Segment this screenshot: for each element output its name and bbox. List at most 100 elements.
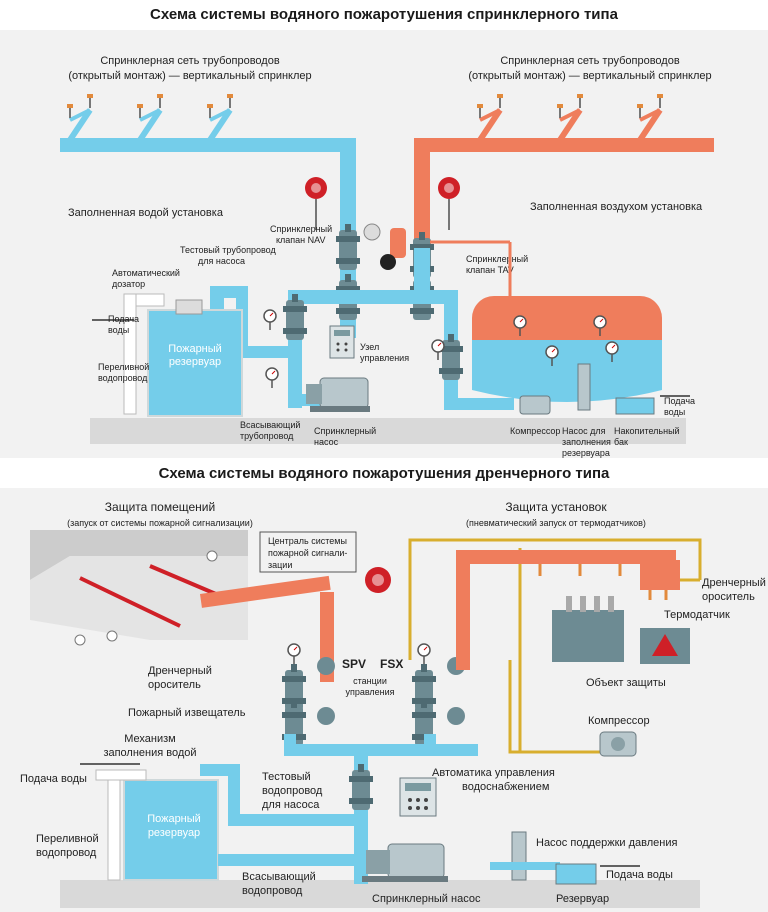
label-fill-mechanism-2: заполнения водой [103,747,196,759]
label-test-pipe-bottom-3: для насоса [262,799,320,811]
sprinkler-pump-icon [306,377,370,412]
label-suction-bottom-1: Всасывающий [242,871,316,883]
sprinkler-title: Схема системы водяного пожаротушения спр… [150,6,619,23]
deluge-pipe-install-right [640,560,680,590]
automation-panel-icon [399,777,437,817]
transformer-icon [552,596,690,664]
label-net-left-2: (открытый монтаж) — вертикальный спринкл… [68,70,311,82]
storage-tank-icon [615,397,655,415]
label-suction-1: Всасывающий [240,420,300,430]
label-fire-detector: Пожарный извещатель [128,707,246,719]
label-overflow-bottom-2: водопровод [36,847,97,859]
deluge-ground [60,880,700,908]
alarm-bell-deluge [365,567,391,593]
alarm-bell-left [305,177,327,230]
label-water-supply-bottom: Подача воды [20,773,87,785]
fill-pump-icon [577,363,591,411]
pressure-pump-icon [490,831,560,881]
fire-tank-top [147,299,243,417]
label-water-supply-right-1: Подача [664,396,695,406]
label-fill-pump-3: резервуара [562,448,610,458]
pressure-tank [472,296,662,402]
label-suction-2: трубопровод [240,431,294,441]
label-fire-tank-2: резервуар [169,356,221,368]
label-room-protection-sub: (запуск от системы пожарной сигнализации… [67,518,253,528]
label-automation-1: Автоматика управления [432,767,555,779]
label-water-filled: Заполненная водой установка [68,207,224,219]
label-overflow-2: водопровод [98,373,148,383]
label-fsx: FSX [380,657,403,671]
label-water-supply-1: Подача [108,314,139,324]
label-valve-tav-1: Спринклерный [466,254,528,264]
label-overflow-1: Переливной [98,362,149,372]
label-valve-nav-2: клапан NAV [276,235,325,245]
label-net-right-2: (открытый монтаж) — вертикальный спринкл… [468,70,711,82]
compressor-icon-bottom [599,731,637,757]
label-auto-doser-2: дозатор [112,279,145,289]
label-fill-pump-2: заполнения [562,437,611,447]
label-air-filled: Заполненная воздухом установка [530,201,703,213]
label-install-protection: Защита установок [505,500,607,514]
label-test-pipe-2: для насоса [198,256,245,266]
station-spv [282,643,335,746]
label-deluge-sprinkler-left-2: ороситель [148,679,201,691]
alarm-bell-right [438,177,460,230]
label-room-protection: Защита помещений [105,500,215,514]
label-reservoir: Резервуар [556,893,609,905]
label-stations-2: управления [345,687,394,697]
deluge-pipe-install-vertical [456,550,470,670]
alarm-central-box [259,531,357,573]
label-install-protection-sub: (пневматический запуск от термодатчиков) [466,518,646,528]
deluge-pipe-room [200,575,331,608]
label-spv: SPV [342,657,366,671]
label-alarm-central-2: пожарной сигнали- [268,548,347,558]
label-valve-tav-2: клапан TAV [466,265,514,275]
label-storage-1: Накопительный [614,426,680,436]
label-water-supply-bottom-right: Подача воды [606,869,673,881]
label-automation-2: водоснабжением [462,781,549,793]
label-sprinkler-pump-bottom: Спринклерный насос [372,893,481,905]
label-deluge-sprinkler-left-1: Дренчерный [148,665,212,677]
sprinkler-net-right [414,93,714,248]
label-stations-1: станции [353,676,387,686]
label-thermo-sensor: Термодатчик [664,609,730,621]
label-suction-bottom-2: водопровод [242,885,303,897]
label-net-right-1: Спринклерная сеть трубопроводов [500,55,680,67]
label-fill-mechanism-1: Механизм [124,733,175,745]
label-compressor-top: Компрессор [510,426,560,436]
sprinkler-ground [90,418,686,444]
label-deluge-sprinkler-right-1: Дренчерный [702,577,766,589]
label-auto-doser-1: Автоматический [112,268,180,278]
label-test-pipe-bottom-2: водопровод [262,785,323,797]
label-fire-tank-bottom-2: резервуар [148,827,200,839]
compressor-icon-top [519,395,551,415]
overflow-pipe [123,293,165,415]
reservoir-icon [555,863,597,885]
control-panel-icon [329,325,355,359]
label-fill-pump-1: Насос для [562,426,606,436]
sprinkler-panel [0,30,768,458]
label-valve-nav-1: Спринклерный [270,224,332,234]
label-fire-tank-1: Пожарный [168,343,222,355]
label-net-left-1: Спринклерная сеть трубопроводов [100,55,280,67]
label-water-supply-2: воды [108,325,129,335]
label-control-node-1: Узел [360,342,379,352]
room-ceiling [30,530,248,646]
label-water-supply-right-2: воды [664,407,685,417]
label-test-pipe-1: Тестовый трубопровод [180,245,276,255]
fire-tank-bottom [123,764,358,881]
label-compressor-bottom: Компрессор [588,715,650,727]
label-pressure-pump: Насос поддержки давления [536,837,678,849]
label-alarm-central-3: зации [268,560,292,570]
label-overflow-bottom-1: Переливной [36,833,99,845]
deluge-title: Схема системы водяного пожаротушения дре… [159,465,610,482]
label-pump-2: насос [314,437,339,447]
label-storage-2: бак [614,437,628,447]
deluge-heads-right [538,564,668,600]
label-control-node-2: управления [360,353,409,363]
label-test-pipe-bottom-1: Тестовый [262,771,311,783]
label-fire-tank-bottom-1: Пожарный [147,813,201,825]
label-alarm-central-1: Централь системы [268,536,347,546]
label-deluge-sprinkler-right-2: ороситель [702,591,755,603]
